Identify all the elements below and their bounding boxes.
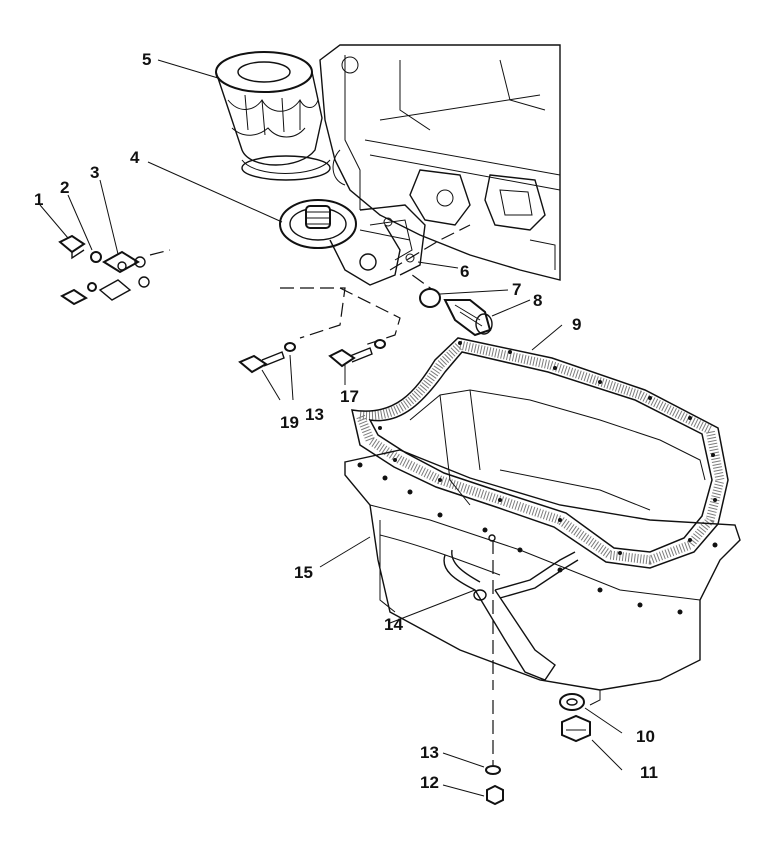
callout-15: 15 <box>294 563 313 582</box>
callout-3: 3 <box>90 163 99 182</box>
oil-pan <box>344 389 741 706</box>
callout-8: 8 <box>533 291 542 310</box>
callout-14: 14 <box>384 615 403 634</box>
callouts: 1 2 3 4 5 6 7 8 9 10 11 12 13 13 14 15 1… <box>34 50 658 792</box>
callout-6: 6 <box>460 262 469 281</box>
sender-plug <box>419 288 493 337</box>
adapter-bolts <box>238 339 386 374</box>
callout-10: 10 <box>636 727 655 746</box>
callout-13-drain: 13 <box>420 743 439 762</box>
assembly-guides <box>149 224 494 765</box>
callout-12: 12 <box>420 773 439 792</box>
filter-adapter <box>279 199 426 286</box>
callout-4: 4 <box>130 148 140 167</box>
oil-pan-gasket <box>351 337 729 569</box>
callout-9: 9 <box>572 315 581 334</box>
callout-5: 5 <box>142 50 151 69</box>
callout-11: 11 <box>640 763 658 782</box>
callout-1: 1 <box>34 190 43 209</box>
oil-pickup-tube <box>443 549 579 681</box>
callout-7: 7 <box>512 280 521 299</box>
callout-17: 17 <box>340 387 359 406</box>
callout-13-bolt: 13 <box>305 405 324 424</box>
callout-2: 2 <box>60 178 69 197</box>
callout-19: 19 <box>280 413 299 432</box>
oil-filter <box>215 51 331 181</box>
drain-hardware <box>485 693 591 806</box>
engine-block <box>319 44 561 281</box>
leader-lines <box>39 59 623 797</box>
fitting-assembly <box>58 234 150 306</box>
